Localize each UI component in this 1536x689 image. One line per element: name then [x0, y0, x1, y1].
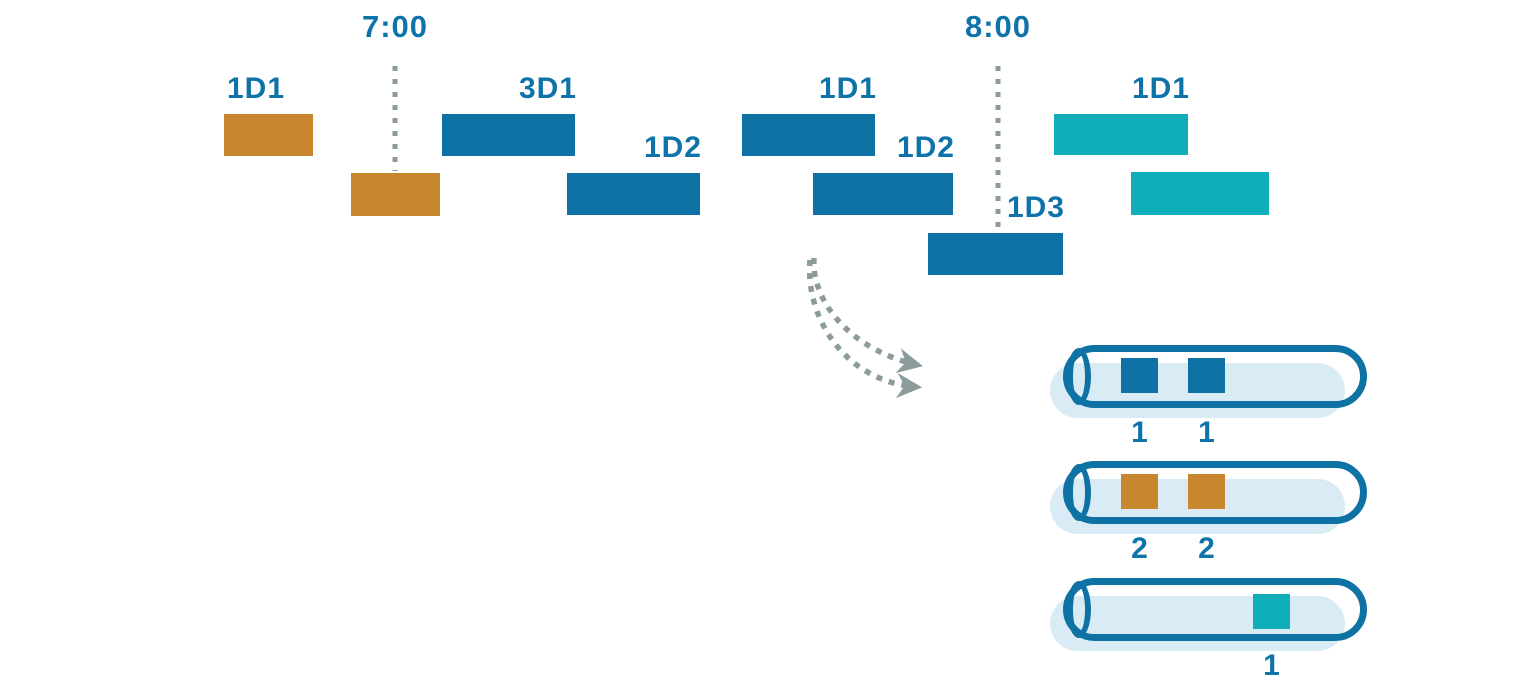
tube-item-square: [1121, 358, 1158, 393]
timeline-bar-1d1: [224, 114, 313, 156]
assignment-arrows: [806, 257, 923, 399]
timeline-bar-label: 1D2: [643, 131, 702, 164]
time-label: 7:00: [361, 9, 429, 44]
timeline-bar-1d3: [928, 233, 1063, 275]
timeline-bar-label: 1D2: [896, 131, 955, 164]
timeline-bar: [351, 173, 440, 216]
tube-opening-ellipse: [1067, 348, 1091, 405]
tube-item-square: [1188, 358, 1225, 393]
timeline-bar-label: 1D1: [227, 72, 286, 105]
tube-item-count: 1: [1131, 416, 1148, 449]
tube-item-count: 1: [1263, 649, 1280, 682]
tube-item-count: 2: [1198, 532, 1215, 565]
timeline-bar-label: 1D1: [1131, 72, 1190, 105]
timeline-bar-label: 1D1: [818, 72, 877, 105]
tube-opening-ellipse: [1067, 581, 1091, 638]
tube-opening-ellipse: [1067, 464, 1091, 521]
timeline-bar-1d2: [567, 173, 700, 215]
dashed-arrow-to-tube-1: [811, 257, 923, 374]
tube-item-square: [1253, 594, 1290, 629]
timeline-bar-label: 3D1: [518, 72, 577, 105]
tube-item-square: [1121, 474, 1158, 509]
timeline-bar-3d1: [442, 114, 575, 156]
timeline-bar: [1131, 172, 1269, 215]
tube-shadow: [1050, 596, 1345, 651]
tube-outline: [1063, 578, 1367, 641]
tube-item-square: [1188, 474, 1225, 509]
timeline-bar-1d1: [1054, 114, 1188, 155]
dashed-arrow-to-tube-2: [806, 259, 923, 399]
tube-item-count: 1: [1198, 416, 1215, 449]
tube-item-count: 2: [1131, 532, 1148, 565]
timeline-bar-1d1: [742, 114, 875, 156]
time-dashed-lines: [392, 66, 1001, 231]
timeline-bar-label: 1D3: [1006, 191, 1065, 224]
time-label: 8:00: [964, 9, 1032, 44]
timeline-bar-1d2: [813, 173, 953, 215]
